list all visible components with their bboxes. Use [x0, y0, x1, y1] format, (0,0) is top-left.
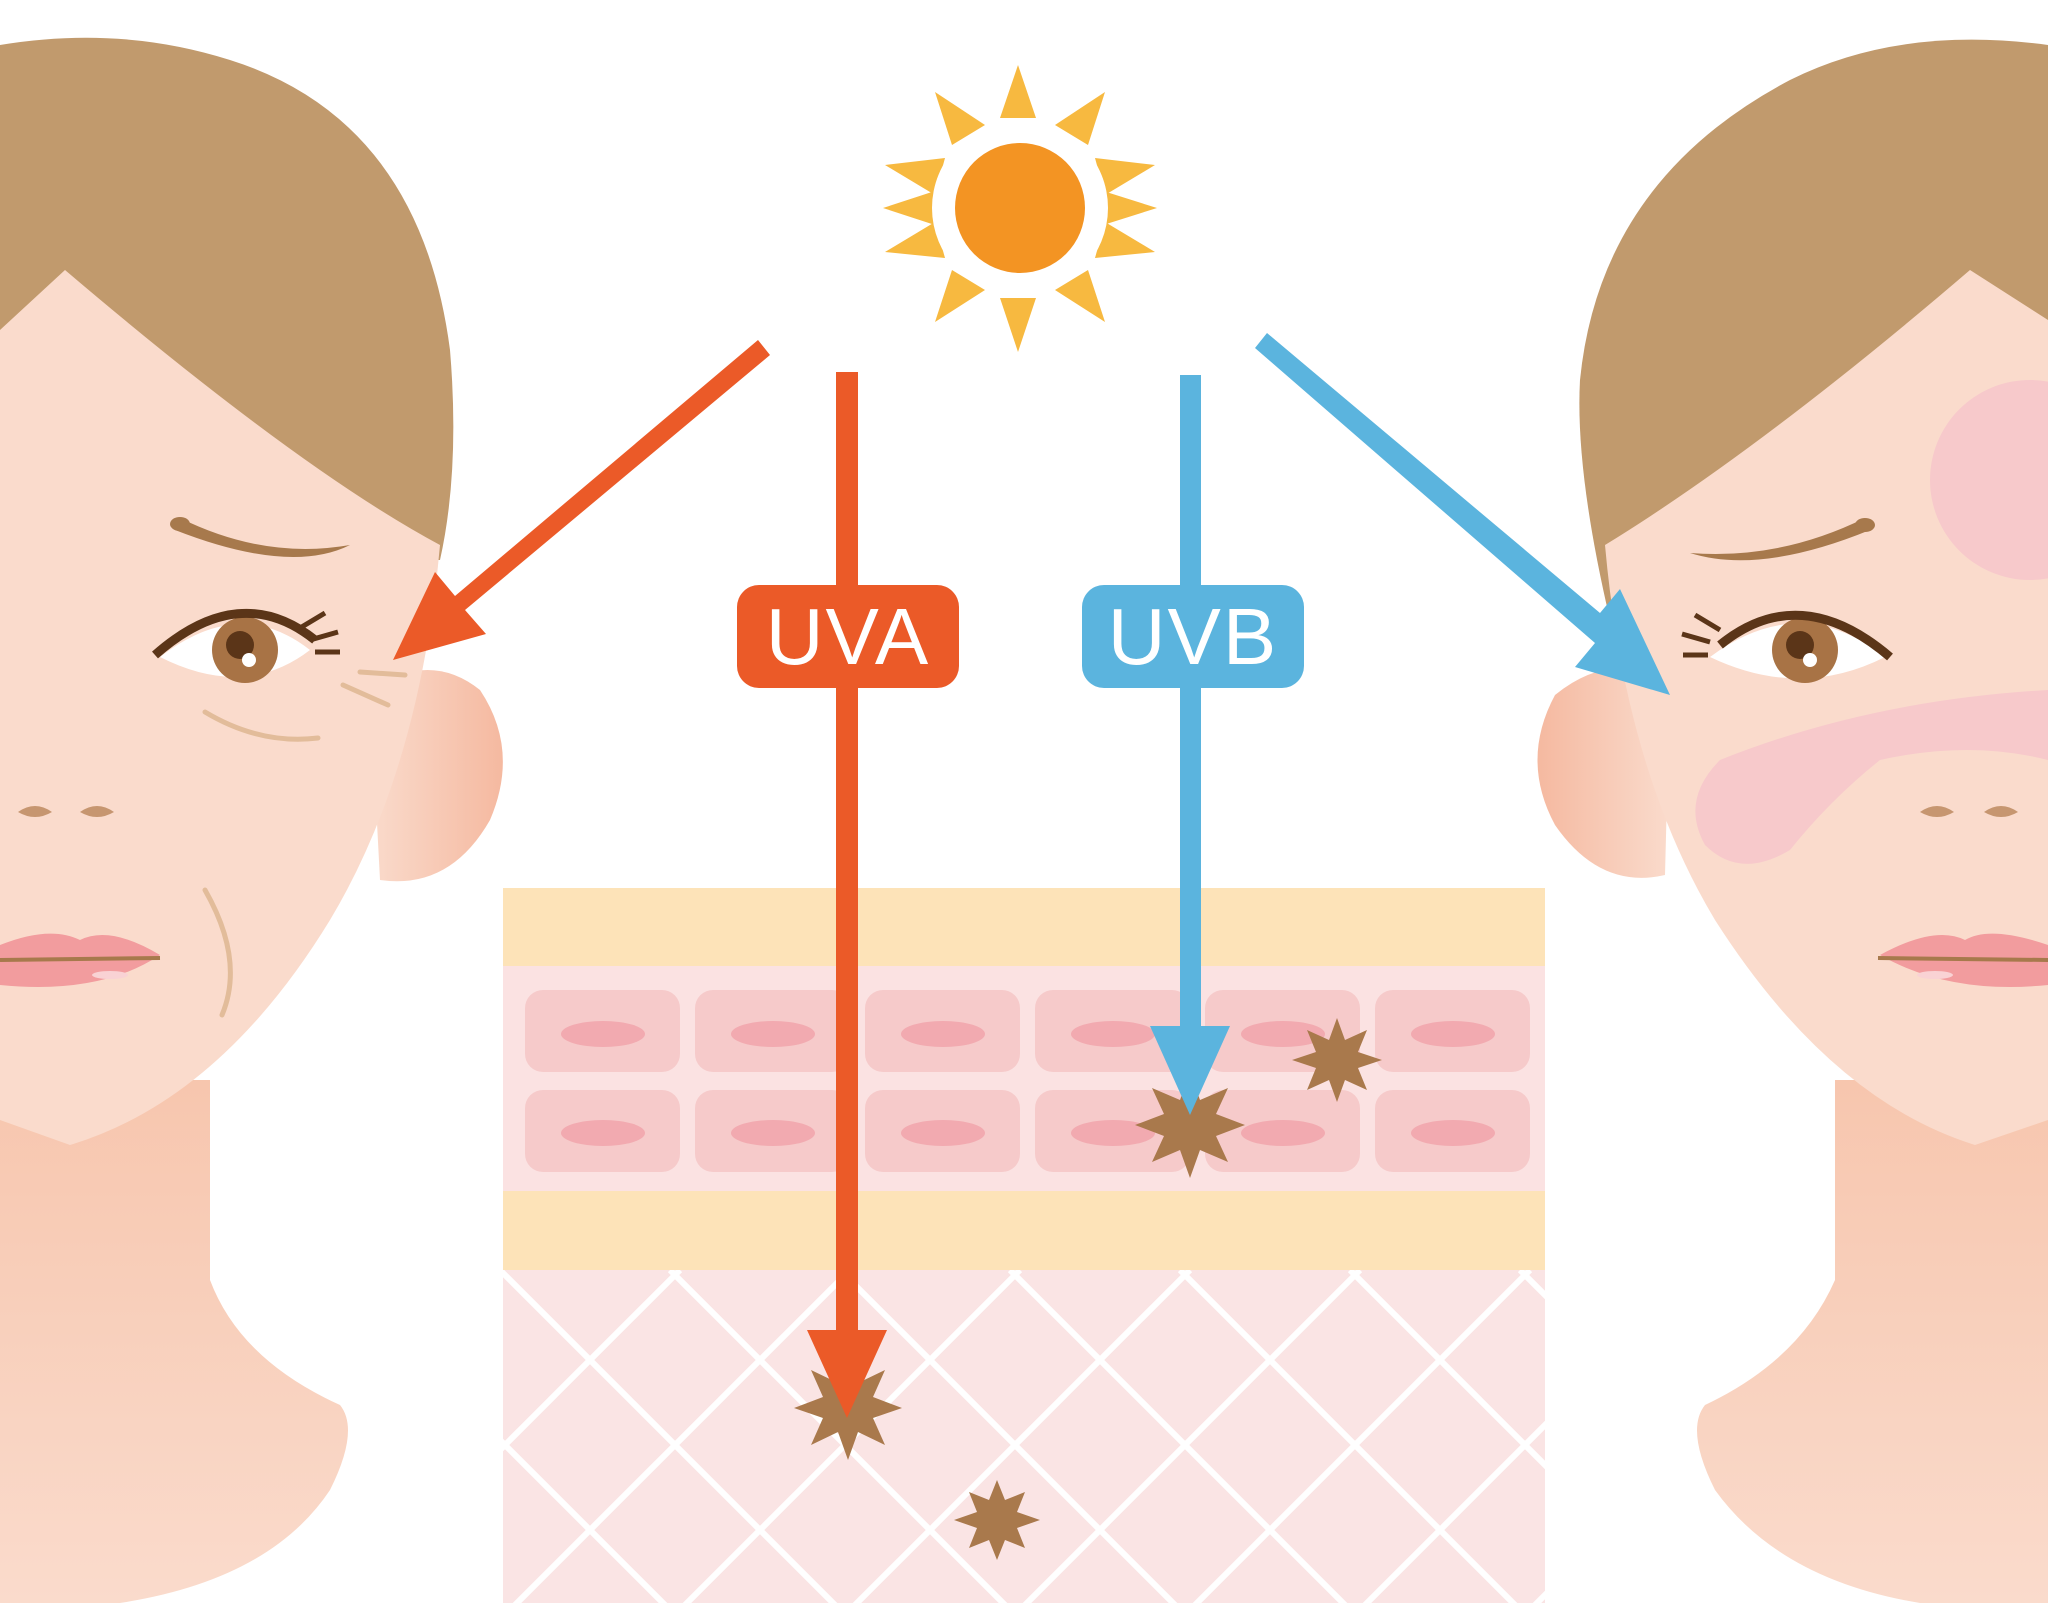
damage-bursts	[794, 1018, 1382, 1560]
right-neck	[1697, 1080, 2048, 1603]
epidermis-damage-burst	[1292, 1018, 1382, 1102]
uva-label: UVA	[737, 585, 959, 688]
uva-vertical-arrow-head	[807, 1330, 887, 1418]
right-lips	[1877, 933, 2048, 987]
dermis-damage-burst	[954, 1480, 1040, 1560]
left-eye	[152, 608, 340, 683]
right-nose	[1920, 806, 2018, 817]
sun-icon	[883, 65, 1157, 352]
uvb-vertical-arrow-head	[1150, 1026, 1230, 1115]
dermis-collagen-mesh	[503, 1270, 1545, 1603]
uvb-damage-burst	[1135, 1072, 1245, 1178]
cheek-redness	[1695, 690, 2048, 864]
left-face-skin	[0, 270, 440, 1145]
left-nose	[18, 806, 114, 817]
left-lips	[0, 933, 161, 987]
epidermis-cells	[525, 990, 1530, 1172]
right-eyebrow	[1690, 518, 1870, 561]
right-face-sunburn	[1537, 39, 2048, 1603]
left-wrinkles	[202, 669, 408, 1018]
uva-vertical-arrow-shaft	[836, 372, 858, 1334]
uvb-label: UVB	[1082, 585, 1304, 688]
stratum-bottom	[503, 1191, 1545, 1270]
uvb-diagonal-arrow	[1255, 333, 1670, 695]
uva-diagonal-arrow	[393, 340, 770, 660]
uvb-arrows	[1150, 333, 1670, 1115]
left-face-aged	[0, 37, 503, 1603]
uvb-vertical-arrow-shaft	[1180, 375, 1201, 1030]
left-neck	[0, 1080, 348, 1603]
stratum-top	[503, 888, 1545, 966]
skin-cross-section	[503, 888, 1545, 1603]
right-eye	[1681, 610, 1893, 683]
left-eyebrow	[175, 518, 350, 557]
forehead-redness	[1930, 380, 2048, 580]
